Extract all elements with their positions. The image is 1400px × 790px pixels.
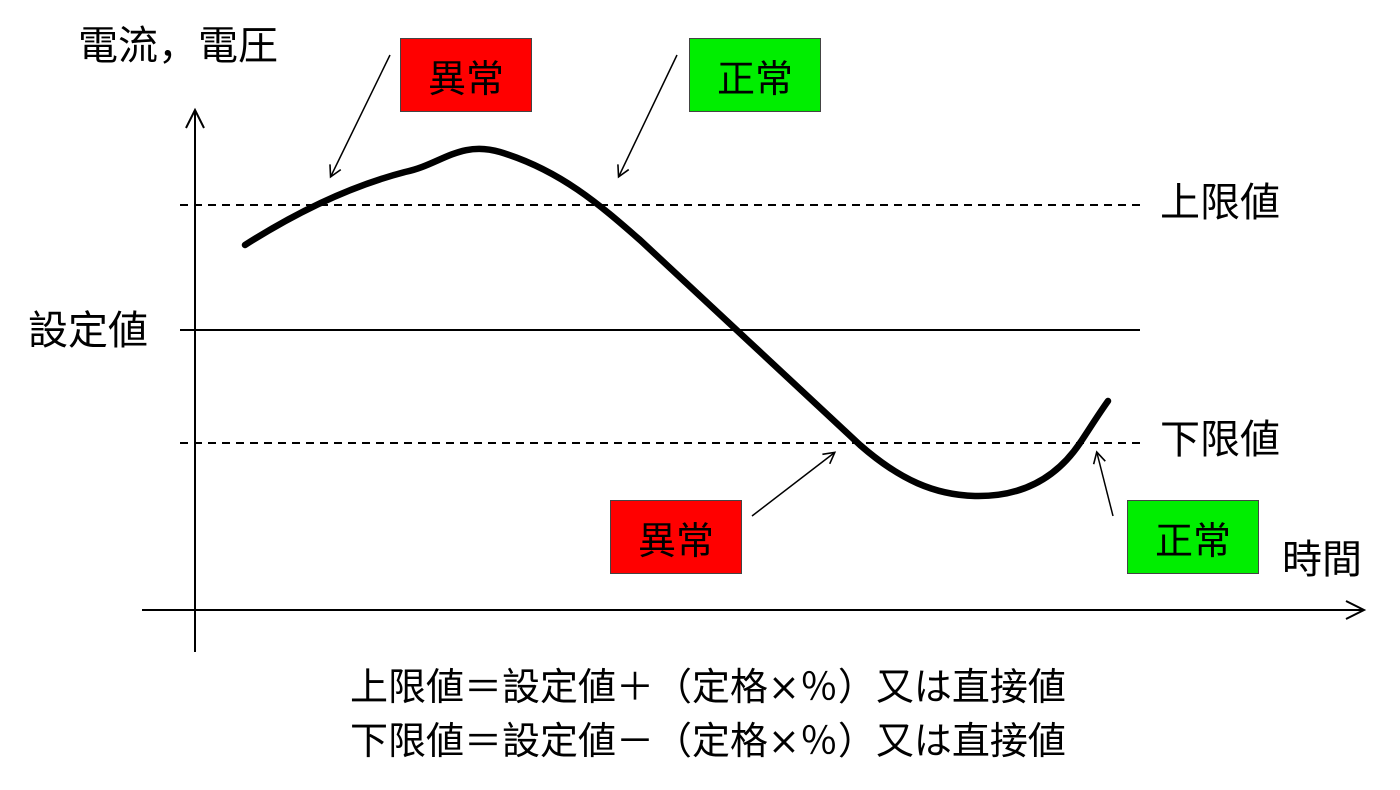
upper-limit-formula: 上限値＝設定値＋（定格×％）又は直接値: [350, 665, 1066, 709]
abnormal-badge-upper: 異常: [400, 38, 532, 112]
callout-arrow-normal-2: [1092, 450, 1114, 517]
lower-limit-formula: 下限値＝設定値－（定格×％）又は直接値: [350, 719, 1066, 763]
callout-arrow-abnormal-1: [329, 54, 391, 179]
callout-arrow-normal-1: [617, 54, 678, 179]
callout-arrow-abnormal-2: [751, 451, 837, 517]
set-value-label: 設定値: [28, 308, 148, 354]
abnormal-badge-lower: 異常: [610, 500, 742, 574]
x-axis-title: 時間: [1282, 537, 1362, 583]
normal-badge-upper: 正常: [689, 38, 821, 112]
y-axis-arrowhead: [185, 107, 205, 129]
normal-badge-lower: 正常: [1127, 500, 1259, 574]
signal-curve: [241, 145, 1112, 500]
x-axis-arrowhead: [1345, 600, 1367, 620]
lower-limit-label: 下限値: [1160, 417, 1280, 463]
upper-limit-label: 上限値: [1160, 180, 1280, 226]
y-axis-title: 電流，電圧: [78, 23, 278, 69]
